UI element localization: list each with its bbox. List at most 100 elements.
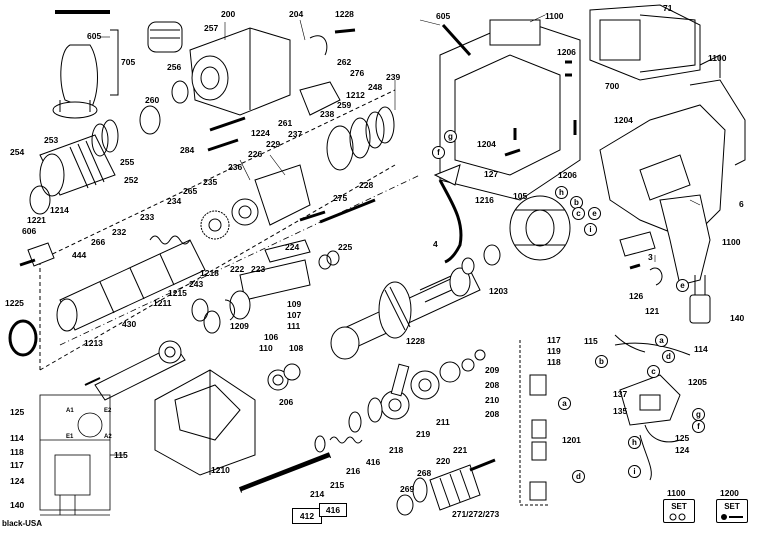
gear-housing-200 (189, 27, 291, 116)
part-label: 606 (22, 226, 37, 236)
callout-letter: c (572, 207, 585, 220)
part-label: 1100 (545, 11, 564, 21)
cord-1216 (438, 179, 463, 264)
leader-lines (100, 14, 701, 262)
part-label: 71 (663, 3, 673, 13)
gear-236 (231, 198, 259, 226)
switch-135 (619, 374, 681, 426)
part-label: 126 (629, 291, 644, 301)
part-label: 225 (338, 242, 353, 252)
part-label: 208 (485, 380, 500, 390)
part-label: 243 (189, 279, 204, 289)
part-label: 1215 (168, 288, 187, 298)
grommet-4 (461, 257, 475, 275)
part-label: 275 (333, 193, 348, 203)
ring-215 (314, 435, 326, 453)
gear-220 (429, 464, 481, 511)
fan-baffle (330, 326, 360, 360)
callout-letter: c (647, 365, 660, 378)
wiring-schematic (39, 394, 125, 516)
screw-1228-top (334, 28, 356, 34)
part-label: 226 (248, 149, 263, 159)
part-label: 430 (122, 319, 137, 329)
part-label: 1228 (406, 336, 425, 346)
part-label: 1224 (251, 128, 270, 138)
spring-233 (149, 235, 191, 245)
part-label: 125 (675, 433, 690, 443)
part-label: 253 (44, 135, 59, 145)
wire-125 (644, 424, 681, 443)
clutch-218 (367, 397, 383, 423)
ring-1215 (203, 310, 221, 334)
ring-208a (461, 358, 475, 372)
part-label: 208 (485, 409, 500, 419)
armature-107 (339, 267, 481, 351)
part-label: 234 (167, 196, 182, 206)
part-label: 256 (167, 62, 182, 72)
part-label: 605 (87, 31, 102, 41)
wiring-terminal-label: A1 (66, 408, 74, 414)
gear-235 (200, 210, 230, 240)
screw-126 (629, 263, 641, 270)
part-label: 6 (739, 199, 744, 209)
part-box-416: 416 (319, 503, 347, 517)
wiring-terminal-label: A2 (104, 434, 112, 440)
part-label: 125 (10, 407, 25, 417)
part-label: 444 (72, 250, 87, 260)
part-label: 110 (259, 343, 273, 353)
part-label: 1100 (722, 237, 741, 247)
part-label: 222 (230, 264, 245, 274)
rings-239-248 (326, 106, 395, 171)
part-label: 1228 (335, 9, 354, 19)
part-label: 124 (10, 476, 25, 486)
part-label: 269 (400, 484, 415, 494)
part-label: 206 (279, 397, 294, 407)
part-label: 252 (124, 175, 139, 185)
spring-216 (329, 436, 363, 444)
ring-1225 (8, 319, 38, 357)
part-label: 229 (266, 139, 281, 149)
part-label: 271/272/273 (452, 509, 500, 519)
set-label: SET (724, 502, 740, 511)
chuck-257 (147, 21, 183, 53)
part-label: 3 (648, 252, 653, 262)
shaft-221 (469, 458, 496, 472)
part-label: 214 (310, 489, 325, 499)
part-label: 135 (613, 406, 628, 416)
part-label: 1221 (27, 215, 46, 225)
callout-letter: h (555, 186, 568, 199)
part-label: 228 (359, 180, 374, 190)
part-label: 124 (675, 445, 690, 455)
part-label: 117 (547, 335, 561, 345)
part-label: 127 (484, 169, 499, 179)
part-label: 248 (368, 82, 383, 92)
part-label: 700 (605, 81, 620, 91)
screw-127 (504, 148, 521, 157)
ring-225 (318, 254, 332, 270)
gear-219 (410, 370, 440, 400)
callout-letter: b (570, 196, 583, 209)
part-label: 239 (386, 72, 401, 82)
kit-parts-icon (669, 513, 686, 521)
callout-letter: d (662, 350, 675, 363)
part-label: 224 (285, 242, 300, 252)
part-label: 236 (228, 162, 243, 172)
set-kit-1100-icon: SET (663, 499, 695, 523)
callout-letter: e (588, 207, 601, 220)
part-label: 4 (433, 239, 438, 249)
rod-605b (441, 23, 472, 57)
callout-letter: i (584, 223, 597, 236)
ring-260 (139, 105, 161, 135)
part-label: 109 (287, 299, 302, 309)
bearing-210 (439, 361, 461, 383)
part-label: 210 (485, 395, 500, 405)
part-label: 1204 (614, 115, 633, 125)
part-label: 237 (288, 129, 303, 139)
field-coil-105 (509, 195, 571, 261)
plate-226 (254, 164, 311, 226)
part-label: 115 (114, 450, 128, 460)
part-label: 211 (436, 417, 450, 427)
callout-letter: e (676, 279, 689, 292)
part-label: 260 (145, 95, 160, 105)
bearing-1203 (483, 244, 501, 266)
